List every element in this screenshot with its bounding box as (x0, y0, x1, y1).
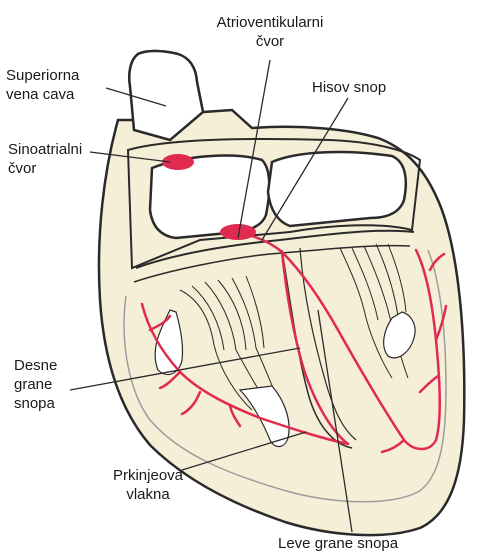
label-sa-node: Sinoatrialni čvor (8, 140, 82, 178)
label-av-node: Atrioventikularni čvor (202, 13, 338, 51)
label-his-bundle: Hisov snop (312, 78, 386, 97)
label-purkinje-fibers: Prkinjeova vlakna (100, 466, 196, 504)
label-left-bundle-branch: Leve grane snopa (278, 534, 398, 553)
left-atrium (268, 152, 406, 226)
label-right-bundle-branch: Desne grane snopa (14, 356, 57, 413)
label-superior-vena-cava: Superiorna vena cava (6, 66, 79, 104)
